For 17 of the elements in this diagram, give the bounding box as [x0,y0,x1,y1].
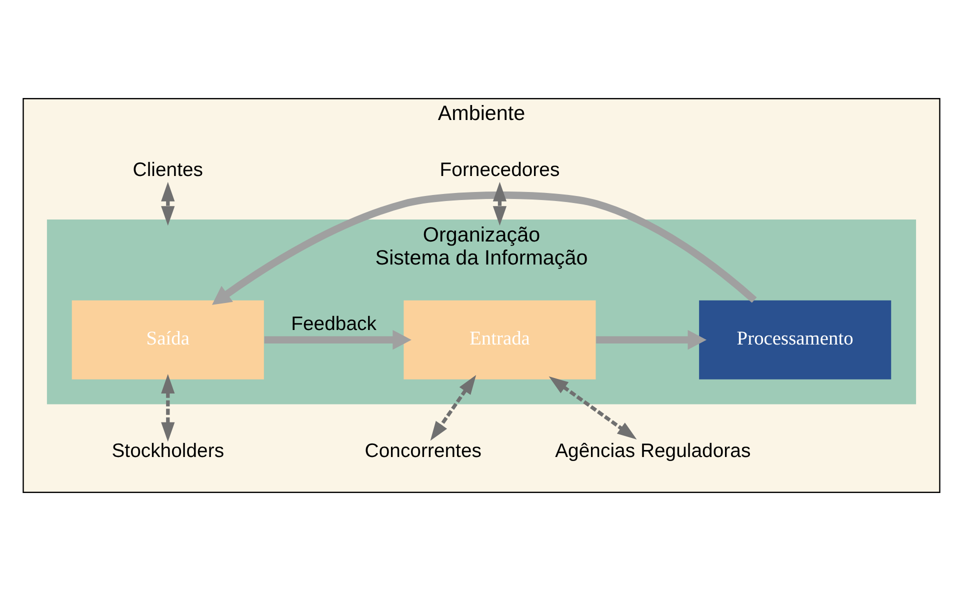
node-box: Processamento [699,300,892,380]
node-text: Agências Reguladoras [555,440,751,462]
node-text: Fornecedores [440,159,560,182]
node-text: Stockholders [112,440,224,462]
arrow [161,374,175,442]
edge-label: Feedback [291,312,376,335]
node-text: Concorrentes [364,440,482,462]
arrow [492,182,507,226]
node-box: Entrada [404,300,596,380]
arrow [430,375,476,441]
node-box: Saída [72,300,264,380]
node-text: Clientes [132,159,204,182]
arrow [161,182,175,226]
arrow [596,330,707,350]
arrow [548,376,637,440]
arrow [212,192,757,305]
arrow [264,330,412,350]
